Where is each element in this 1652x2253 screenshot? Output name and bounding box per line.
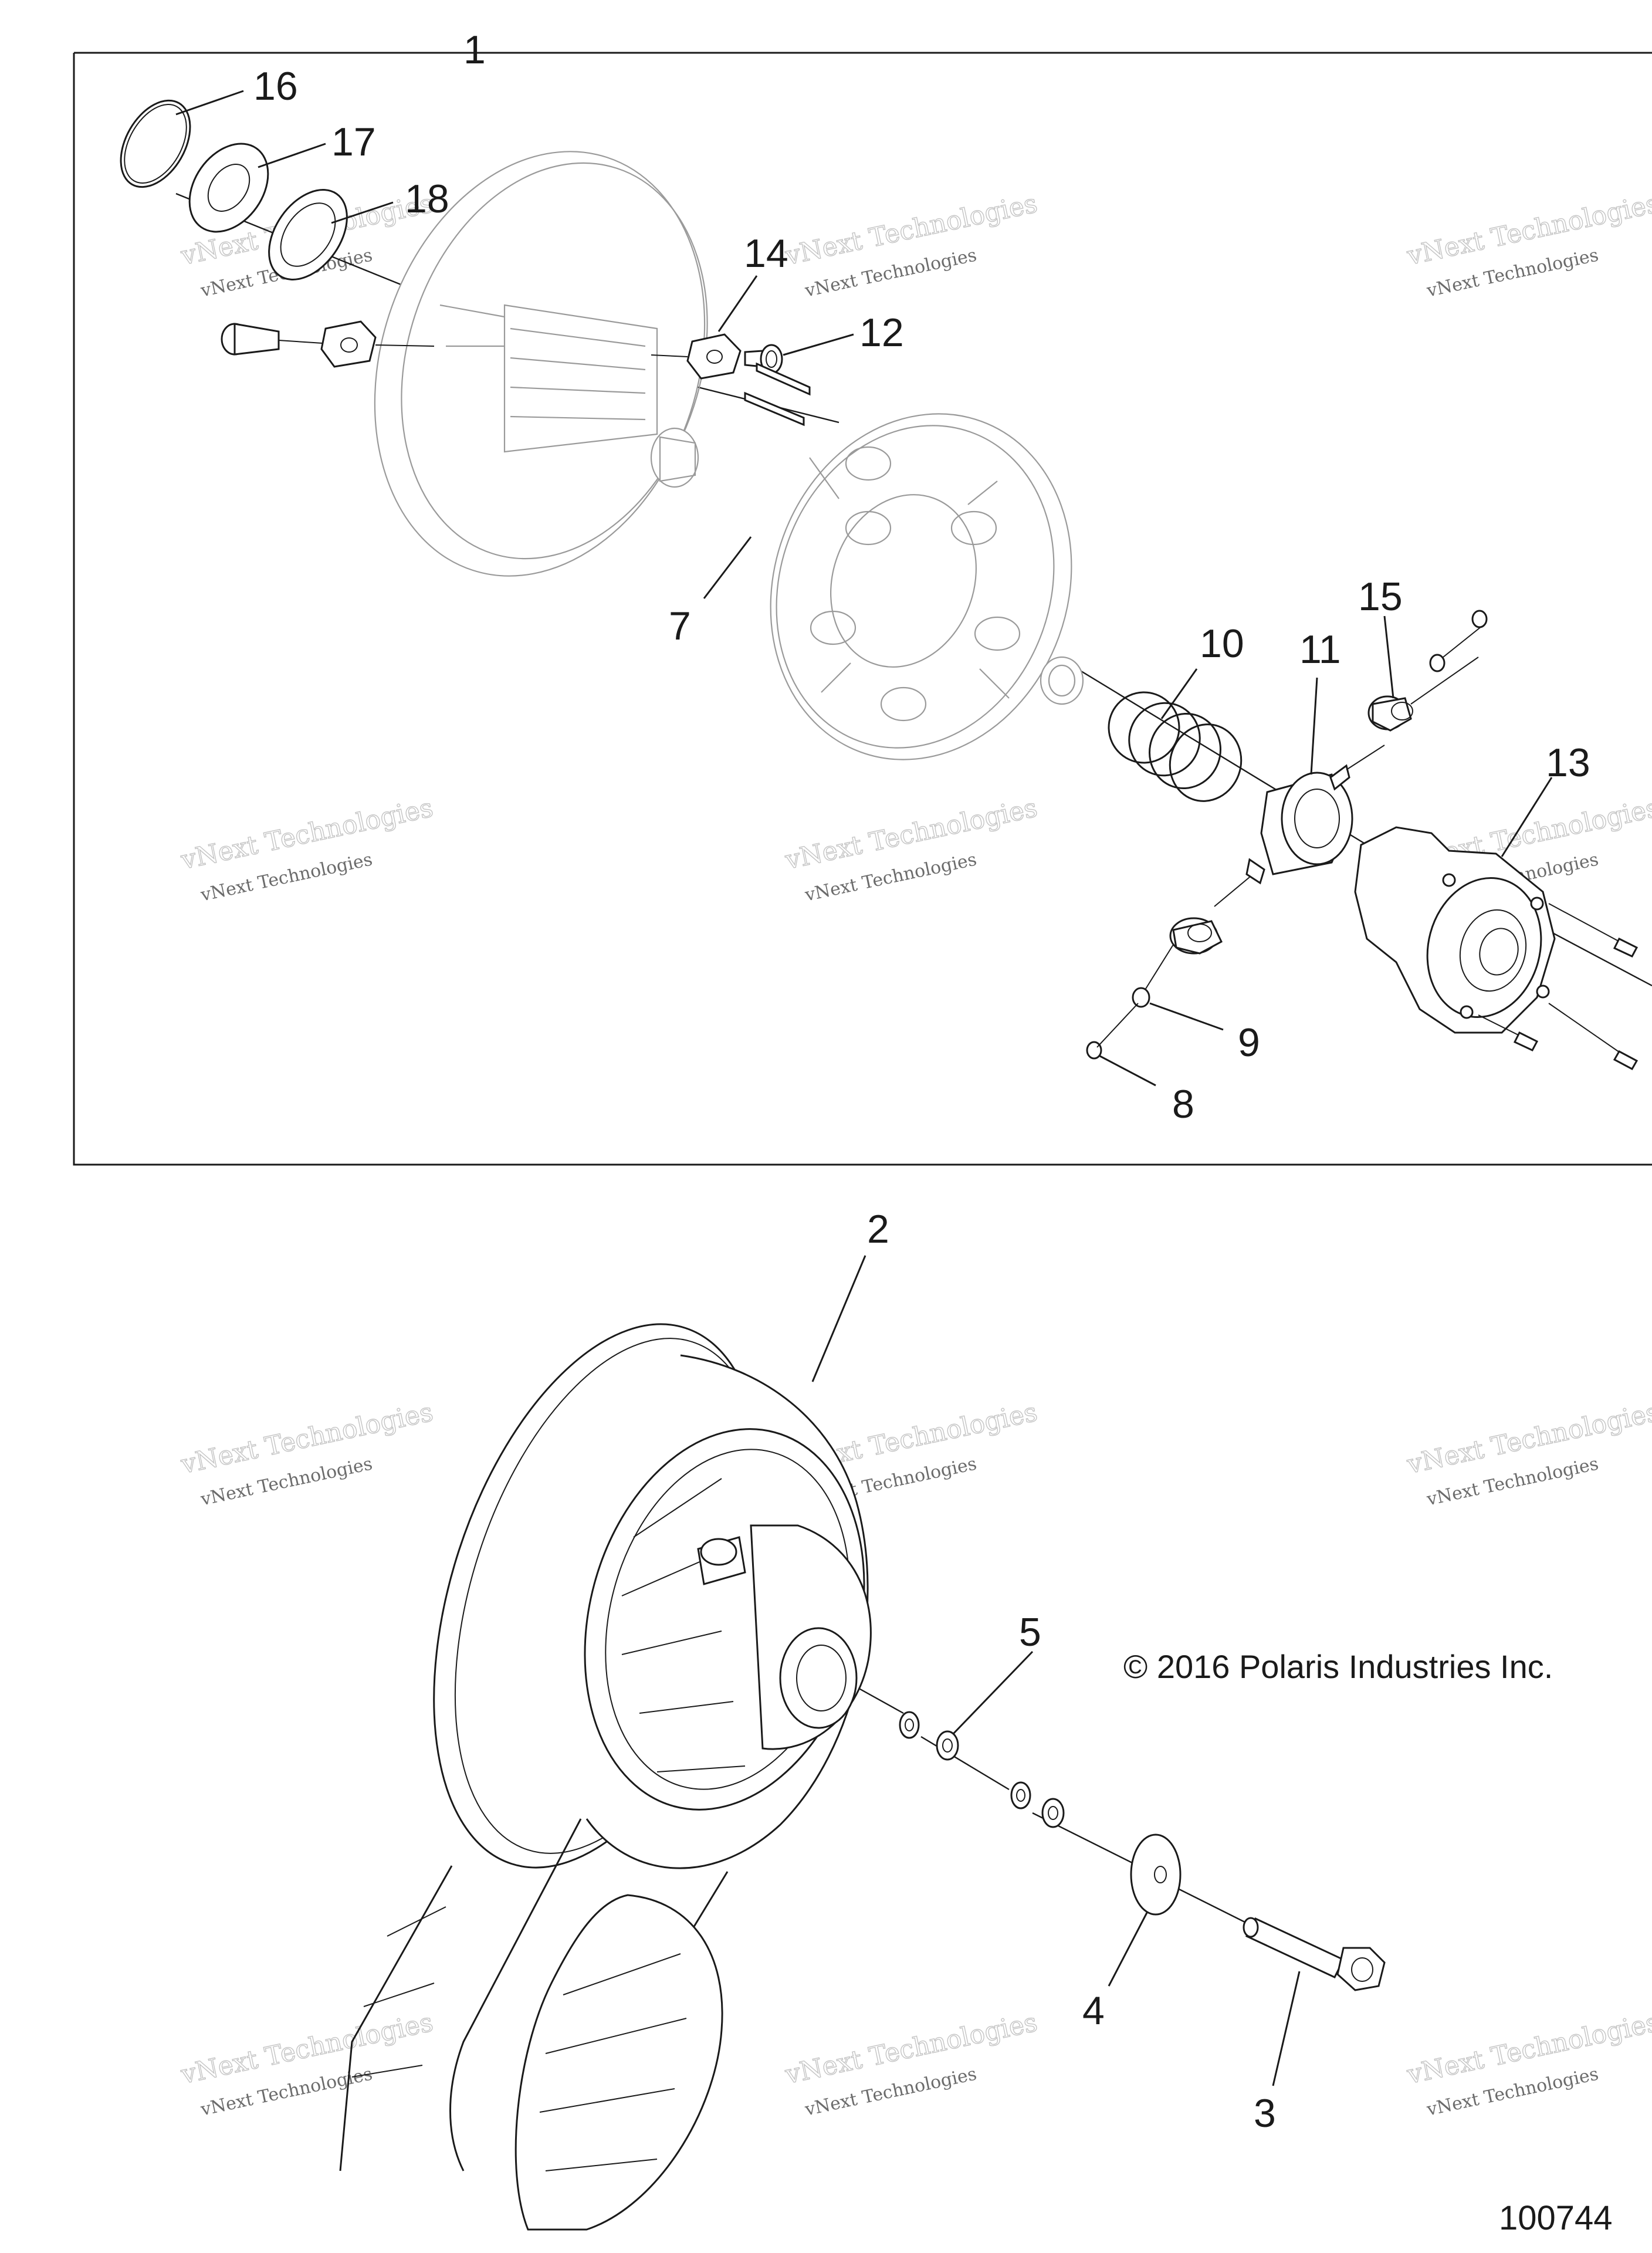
spring-10 — [1108, 691, 1243, 802]
washer-upper — [1429, 610, 1488, 672]
washer-17 — [188, 143, 269, 233]
leader-lines-top — [175, 90, 1553, 1087]
pins-7 — [744, 362, 811, 427]
callout-13: 13 — [1546, 740, 1590, 785]
watermark-7: vNext Technologies vNext Technologies — [178, 1397, 436, 1510]
assembly-frame — [73, 52, 1652, 1166]
callout-14: 14 — [744, 231, 788, 276]
bushing-ghost — [650, 427, 699, 488]
cover-screws — [1478, 903, 1639, 1071]
figure-number: 100744 — [1499, 2199, 1613, 2237]
watermark-11: vNext Technologies vNext Technologies — [782, 2007, 1041, 2120]
washer-9 — [1132, 987, 1150, 1008]
callout-labels: 1 16 17 18 14 12 7 10 11 15 13 9 8 2 5 4… — [253, 28, 1590, 2136]
roller-carrier-11 — [1214, 745, 1385, 907]
snap-ring-16 — [120, 99, 191, 188]
belt-housing — [339, 1818, 729, 2231]
callout-18: 18 — [405, 177, 449, 221]
watermark-10: vNext Technologies vNext Technologies — [178, 2007, 436, 2120]
callout-17: 17 — [331, 120, 376, 164]
callout-16: 16 — [253, 64, 298, 109]
moveable-sheave-ghost — [374, 151, 708, 577]
callout-4: 4 — [1082, 1988, 1105, 2033]
shim-18 — [268, 189, 348, 280]
clip-8 — [1086, 1003, 1139, 1060]
callout-10: 10 — [1200, 621, 1244, 666]
callout-7: 7 — [669, 604, 691, 648]
bolt-3 — [1243, 1917, 1386, 1991]
clutch-assembly-2 — [433, 1323, 872, 1869]
pin-left — [221, 323, 323, 356]
callout-8: 8 — [1172, 1082, 1194, 1126]
callout-12: 12 — [859, 310, 904, 355]
watermark-9: vNext Technologies vNext Technologies — [1404, 1397, 1652, 1510]
washer-4 — [1130, 1833, 1182, 1916]
spider-ghost — [770, 413, 1072, 760]
lower-axis — [850, 1683, 1250, 1926]
watermark-4: vNext Technologies vNext Technologies — [178, 793, 436, 906]
watermark-5: vNext Technologies vNext Technologies — [782, 793, 1041, 906]
watermark-12: vNext Technologies vNext Technologies — [1404, 2007, 1652, 2120]
spacers-5 — [899, 1711, 1065, 1828]
button-14 — [651, 333, 742, 380]
callout-1: 1 — [463, 28, 486, 72]
callout-11: 11 — [1299, 627, 1341, 672]
bushing-small — [1040, 656, 1084, 705]
roller-lower — [1143, 917, 1223, 992]
roller-15 — [1367, 657, 1479, 732]
callout-5: 5 — [1019, 1610, 1041, 1655]
leader-lines-bottom — [811, 1255, 1301, 2086]
callout-3: 3 — [1254, 2091, 1276, 2136]
watermark-2: vNext Technologies vNext Technologies — [782, 188, 1041, 302]
callout-2: 2 — [867, 1207, 889, 1251]
copyright-notice: © 2016 Polaris Industries Inc. — [1123, 1648, 1553, 1685]
cover-13 — [1354, 826, 1556, 1034]
callout-15: 15 — [1358, 574, 1403, 619]
watermark-3: vNext Technologies vNext Technologies — [1404, 188, 1652, 302]
callout-9: 9 — [1238, 1020, 1260, 1065]
button-left — [320, 320, 435, 368]
